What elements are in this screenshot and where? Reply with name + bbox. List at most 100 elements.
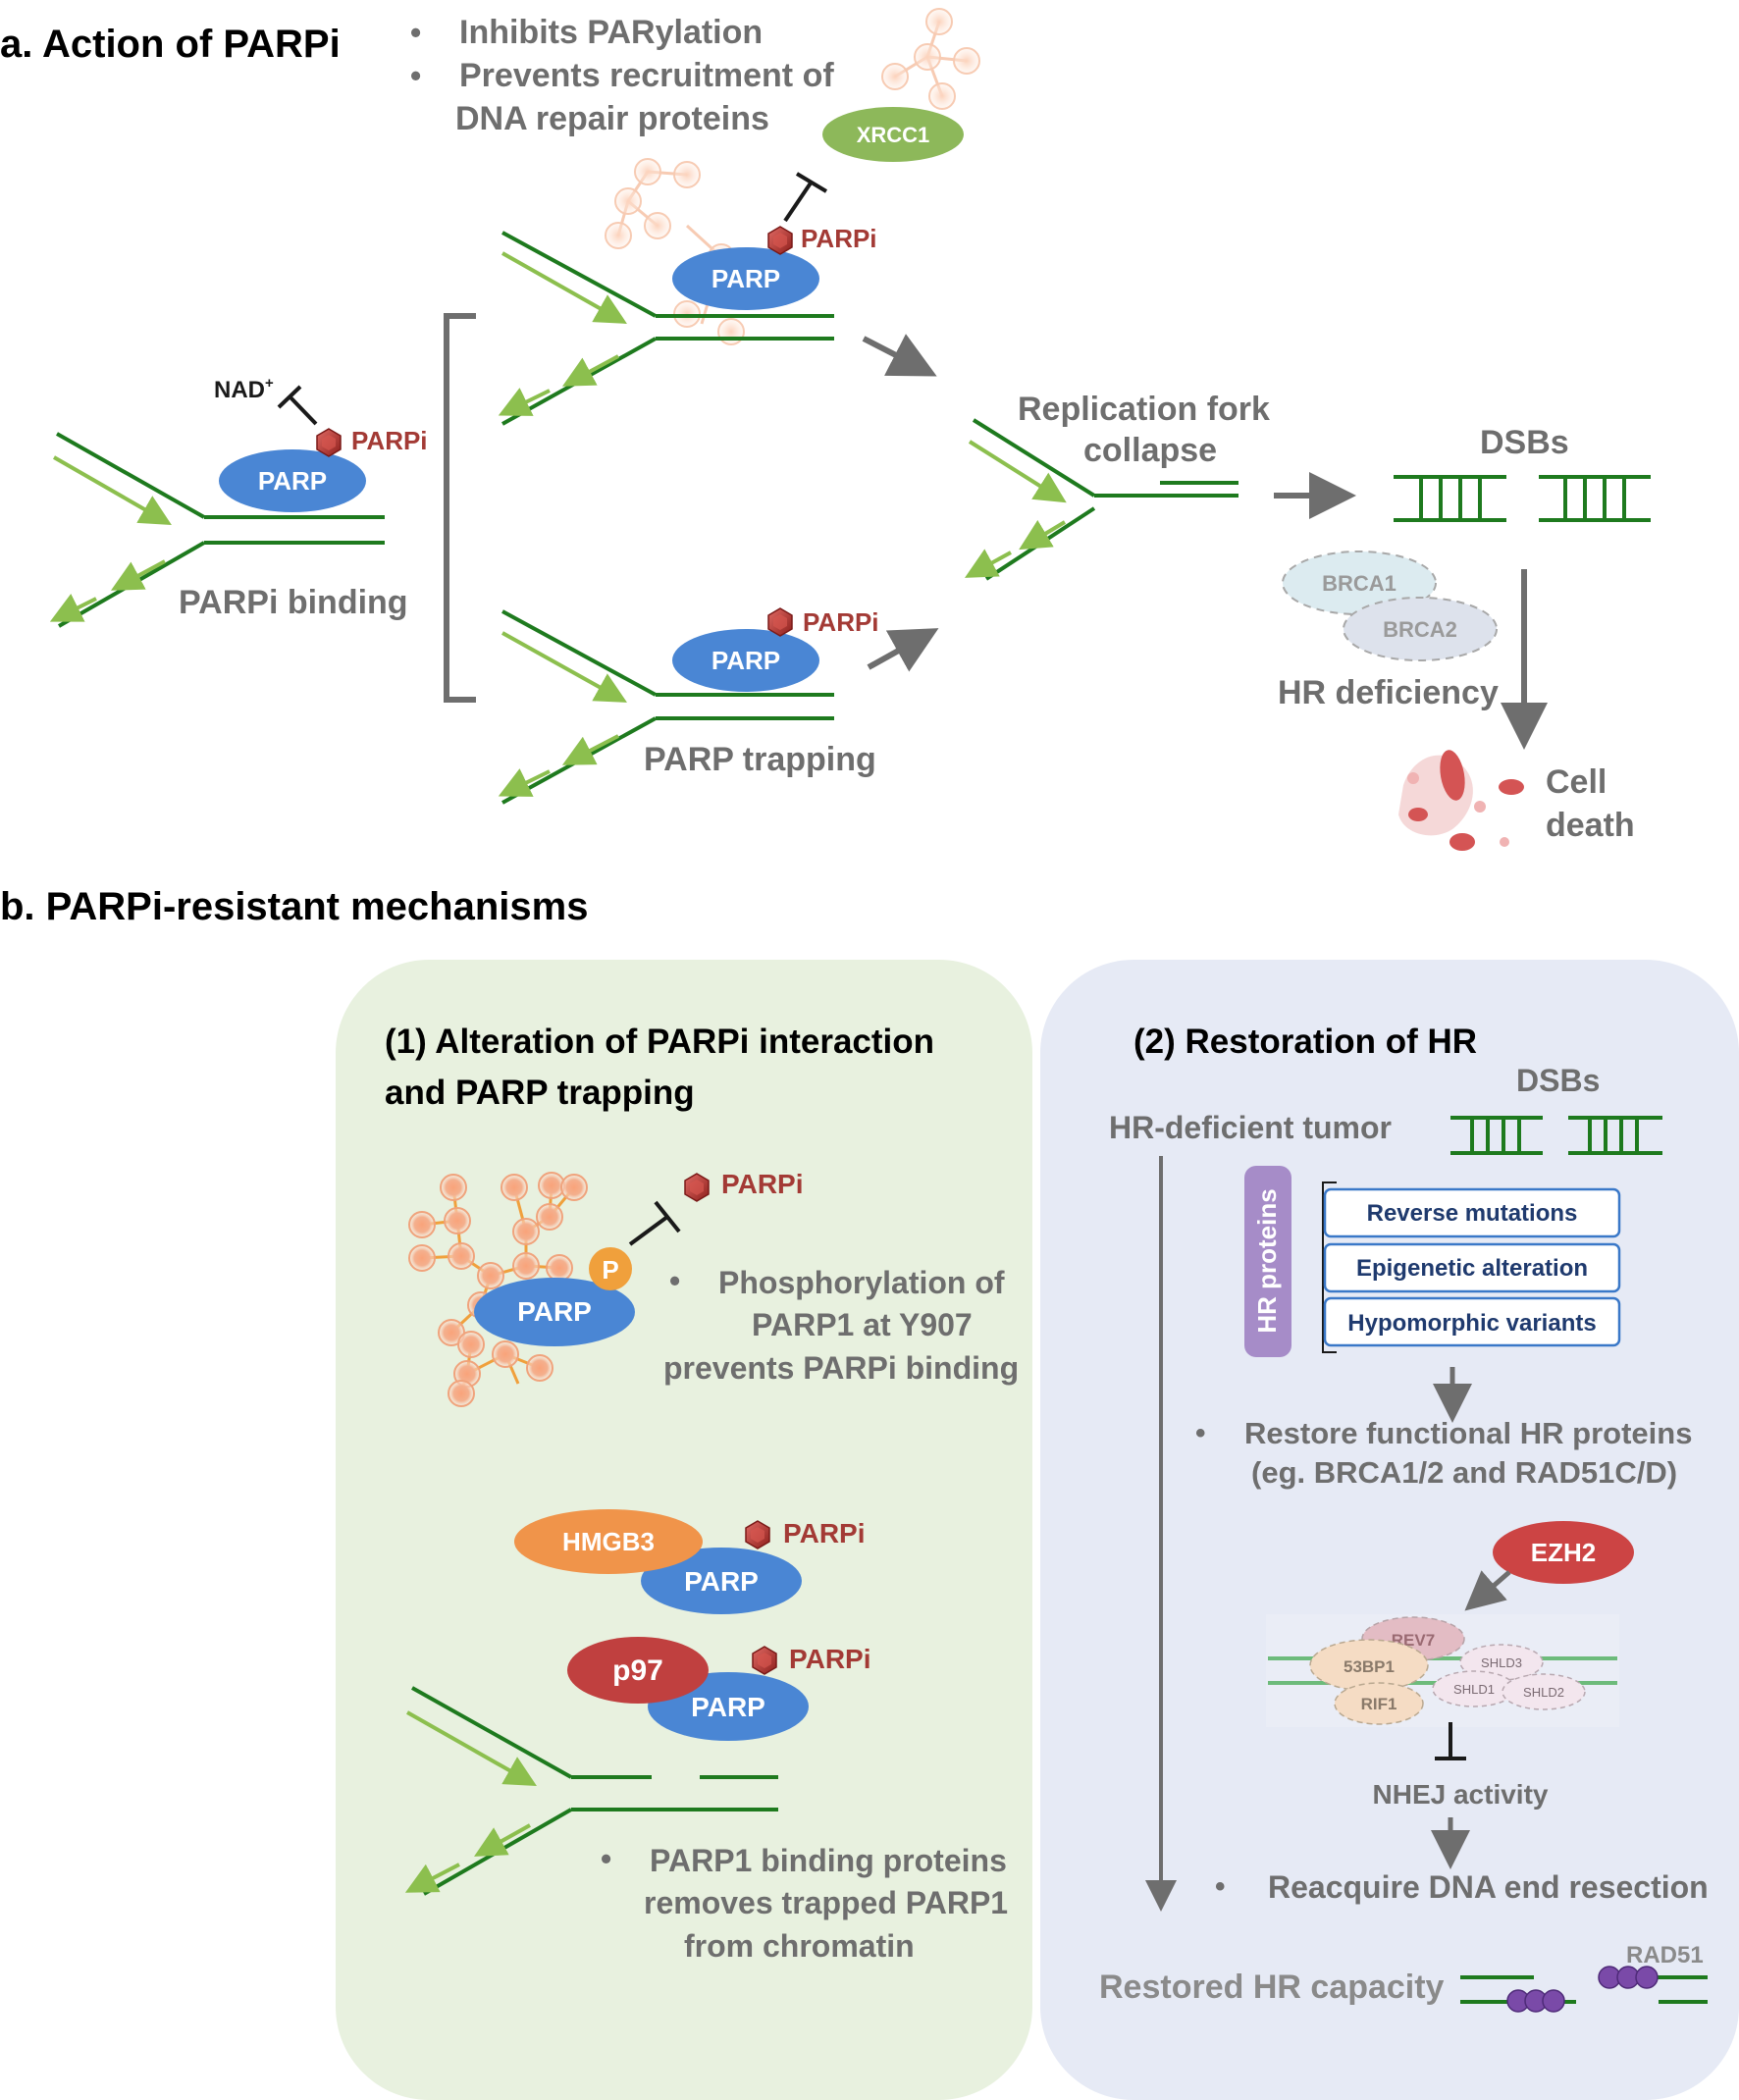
parp-hmgb3-label: PARP	[684, 1566, 759, 1597]
parp-hmgb3	[641, 1548, 802, 1614]
rif1-ellipse	[1334, 1682, 1424, 1725]
rad51-label: RAD51	[1626, 1942, 1704, 1969]
xrcc1-ellipse	[822, 107, 964, 162]
bullet-dot: •	[410, 15, 421, 50]
parpi-label-upper: PARPi	[801, 224, 877, 253]
hr-bracket	[1322, 1181, 1337, 1353]
replication-fork-left	[49, 432, 385, 628]
parpi-hexagon-icon	[684, 1173, 710, 1202]
left-heading-1: (1) Alteration of PARPi interaction	[385, 1023, 934, 1061]
binding-text-2: removes trapped PARP1	[644, 1885, 1008, 1920]
binding-text-1: PARP1 binding proteins	[650, 1843, 1007, 1878]
shld1-label: SHLD1	[1453, 1682, 1495, 1697]
53bp1-label: 53BP1	[1344, 1657, 1395, 1676]
bullet-dna-repair-proteins: DNA repair proteins	[455, 100, 769, 137]
brca1-label: BRCA1	[1322, 571, 1396, 596]
bullet-dot: •	[601, 1841, 611, 1876]
par-chain-pale-top	[881, 8, 980, 110]
dsbs-label-a: DSBs	[1480, 424, 1569, 461]
bullet-dot: •	[1195, 1417, 1206, 1449]
shld2-ellipse	[1502, 1673, 1586, 1710]
parp-phospho-label: PARP	[517, 1296, 592, 1327]
hmgb3-ellipse	[514, 1509, 703, 1574]
hr-deficiency-label: HR deficiency	[1278, 674, 1499, 711]
cell-death-label-2: death	[1546, 807, 1635, 844]
p97-ellipse	[567, 1637, 709, 1704]
shld3-label: SHLD3	[1481, 1655, 1522, 1670]
nad-label: NAD+	[214, 375, 274, 403]
reacquire-text: Reacquire DNA end resection	[1268, 1869, 1709, 1905]
parp-left	[219, 449, 366, 512]
bullet-prevents-recruitment: Prevents recruitment of	[459, 57, 834, 94]
dsb-icon-b	[1450, 1116, 1662, 1155]
nhej-activity-label: NHEJ activity	[1373, 1779, 1549, 1810]
inhibit-nad-icon	[277, 385, 318, 426]
arrow-to-collapse-lower	[867, 628, 939, 672]
parp-upper	[672, 247, 819, 310]
inhibit-xrcc1-icon	[783, 172, 828, 223]
parpi-hexagon-icon	[767, 226, 793, 255]
ezh2-ellipse	[1493, 1521, 1634, 1584]
box-epigenetic-alteration-label: Epigenetic alteration	[1356, 1255, 1588, 1282]
bullet-dot: •	[410, 58, 421, 93]
replication-fork-b-left	[404, 1686, 778, 1896]
fork-collapse-label-1: Replication fork	[1018, 391, 1270, 428]
dsb-icon-a	[1394, 475, 1651, 522]
binding-text-3: from chromatin	[684, 1928, 915, 1964]
rif1-label: RIF1	[1361, 1695, 1397, 1713]
parp-phospho	[474, 1278, 635, 1346]
arrow-to-collapse-upper	[862, 334, 937, 377]
arrow-ezh2-to-rev7	[1464, 1570, 1511, 1611]
rad51-beads-icon	[1506, 1966, 1659, 2013]
parpi-hexagon-icon	[316, 428, 342, 457]
parpi-hexagon-icon	[752, 1646, 777, 1675]
parpi-label-hmgb3: PARPi	[783, 1518, 866, 1549]
panel-b-title: b. PARPi-resistant mechanisms	[0, 885, 588, 928]
p97-label: p97	[612, 1654, 663, 1687]
box-epigenetic-alteration	[1323, 1242, 1621, 1293]
box-reverse-mutations	[1323, 1187, 1621, 1238]
parpi-binding-label: PARPi binding	[179, 584, 408, 621]
box-reverse-mutations-label: Reverse mutations	[1367, 1200, 1578, 1227]
restored-hr-label: Restored HR capacity	[1099, 1969, 1445, 2006]
parpi-hexagon-icon	[767, 607, 793, 637]
cell-death-icon	[1398, 750, 1524, 851]
parp-left-label: PARP	[258, 466, 327, 496]
shld2-label: SHLD2	[1523, 1685, 1564, 1700]
restore-text-1: Restore functional HR proteins	[1244, 1416, 1692, 1450]
parp-lower	[672, 629, 819, 692]
brca2-label: BRCA2	[1383, 617, 1457, 642]
phospho-text-1: Phosphorylation of	[718, 1265, 1005, 1300]
parpi-label-left: PARPi	[351, 426, 428, 455]
hr-deficient-tumor-label: HR-deficient tumor	[1109, 1110, 1392, 1145]
bullet-dot: •	[669, 1263, 680, 1298]
left-heading-2: and PARP trapping	[385, 1074, 695, 1112]
cell-death-label-1: Cell	[1546, 763, 1607, 801]
phospho-text-3: prevents PARPi binding	[663, 1350, 1019, 1386]
box-hypomorphic-variants-label: Hypomorphic variants	[1347, 1310, 1596, 1337]
branch-bracket	[444, 313, 476, 703]
inhibit-nhej-icon	[1435, 1722, 1466, 1760]
panel-a-title: a. Action of PARPi	[0, 23, 341, 66]
hmgb3-label: HMGB3	[562, 1527, 655, 1556]
inhibit-parpi-icon	[628, 1200, 681, 1246]
hr-proteins-bar	[1244, 1166, 1291, 1357]
fork-collapse-label-2: collapse	[1083, 432, 1217, 469]
parp-trapping-label: PARP trapping	[644, 741, 876, 778]
parpi-label-lower: PARPi	[803, 607, 879, 637]
parp-p97-label: PARP	[691, 1692, 765, 1722]
collapsed-fork	[964, 418, 1238, 581]
right-heading: (2) Restoration of HR	[1133, 1023, 1477, 1061]
brca2-ellipse	[1343, 597, 1498, 661]
parp-lower-label: PARP	[711, 646, 780, 675]
parpi-label-phospho: PARPi	[721, 1169, 804, 1199]
parpi-label-p97: PARPi	[789, 1644, 871, 1674]
replication-fork-lower	[498, 609, 834, 805]
bullet-inhibits-parylation: Inhibits PARylation	[459, 14, 763, 51]
hr-proteins-label: HR proteins	[1252, 1188, 1282, 1333]
restore-text-2: (eg. BRCA1/2 and RAD51C/D)	[1251, 1455, 1677, 1490]
box-hypomorphic-variants	[1323, 1296, 1621, 1347]
bullet-dot: •	[1215, 1870, 1226, 1903]
phosphate-p-circle	[589, 1247, 632, 1290]
